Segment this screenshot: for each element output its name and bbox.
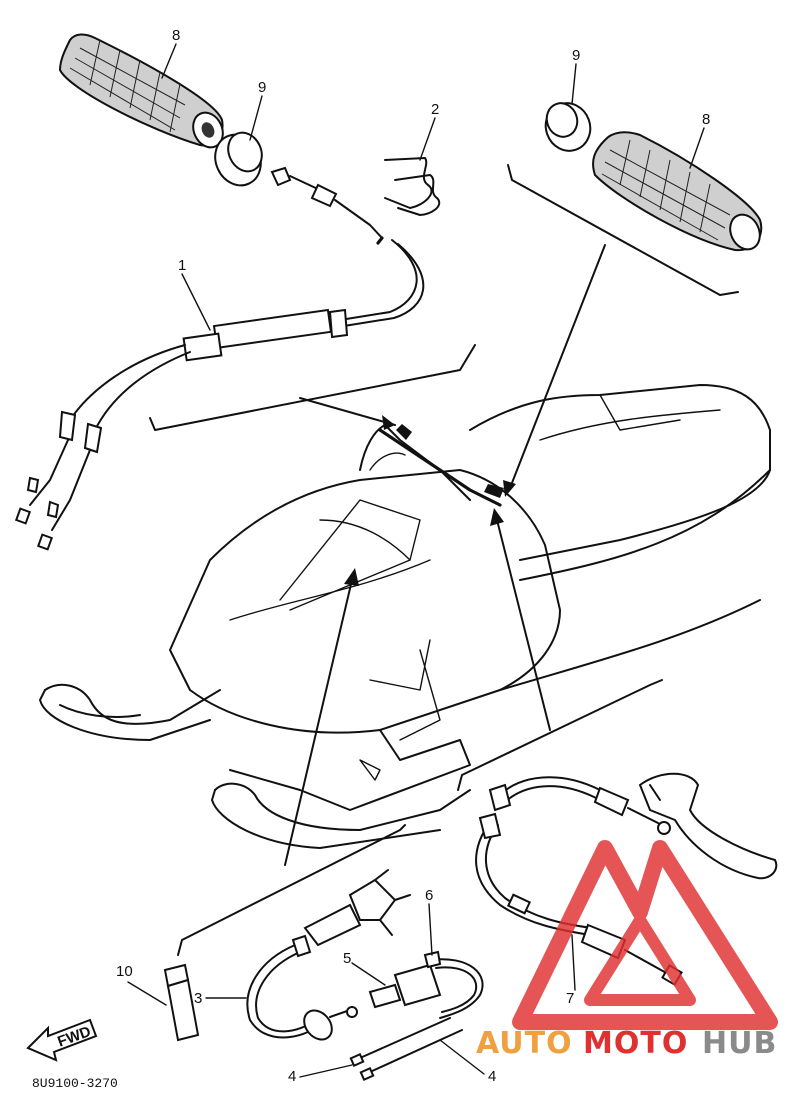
brake-lever: [638, 772, 778, 880]
leader-cable-clamp: [351, 962, 386, 986]
fwd-arrow-icon: FWD: [26, 1018, 98, 1062]
leader-collar-right: [571, 63, 577, 105]
snowmobile-illustration: [39, 384, 771, 849]
leader-grip-right: [689, 127, 705, 169]
leader-clip: [419, 117, 436, 161]
grip-collar-left: [214, 131, 263, 187]
callout-arrows: [284, 244, 606, 866]
leader-cable-lower: [428, 903, 433, 956]
label-cable-lower: 6: [425, 887, 433, 904]
watermark-text: AUTO MOTO HUB: [476, 1026, 777, 1061]
leader-grip-left: [161, 43, 177, 79]
label-cable-bottom-right: 4: [488, 1068, 496, 1085]
label-choke-cable: 3: [194, 990, 202, 1007]
label-collar-right: 9: [572, 47, 580, 64]
clip-part: [384, 157, 441, 216]
label-clip: 2: [431, 101, 439, 118]
leader-cable-bottom-right: [439, 1039, 485, 1075]
label-grip-left: 8: [172, 27, 180, 44]
label-grip-right: 8: [702, 111, 710, 128]
catalog-code: 8U9100-3270: [32, 1076, 118, 1091]
fwd-label: FWD: [55, 1023, 93, 1051]
watermark-triangle-outer: [512, 840, 778, 1030]
callout-bracket-bottom-right: [457, 679, 663, 791]
wire-pair: [349, 1017, 463, 1082]
callout-bracket-bottom-left: [177, 824, 406, 956]
choke-cable: [246, 934, 358, 1041]
watermark-text-moto: MOTO: [583, 1026, 688, 1061]
grip-left: [58, 33, 224, 149]
leader-collar-left: [249, 95, 263, 141]
part-number-labels: 8 9 2 9 8 1 6 5 10 3 4 4 7: [116, 27, 710, 1085]
brake-cable: [475, 776, 683, 991]
label-collar-left: 9: [258, 79, 266, 96]
watermark-text-auto: AUTO: [476, 1026, 573, 1061]
leader-throttle-cable: [181, 273, 211, 331]
lower-cable: [423, 950, 484, 1019]
throttle-cable: [14, 166, 425, 551]
watermark-text-hub: HUB: [702, 1026, 777, 1061]
watermark-logo: [512, 840, 778, 1030]
label-brake-cable: 7: [566, 990, 574, 1007]
leader-key: [127, 981, 167, 1006]
callout-bracket-right: [507, 164, 739, 296]
cable-clamp: [368, 963, 442, 1009]
grip-right: [592, 131, 763, 252]
leader-cable-bottom-left: [299, 1064, 353, 1078]
label-cable-clamp: 5: [343, 950, 351, 967]
label-key: 10: [116, 963, 133, 980]
label-throttle-cable: 1: [178, 257, 186, 274]
grip-collar-right: [544, 102, 592, 152]
choke-switch: [303, 869, 411, 947]
key-part: [163, 963, 200, 1042]
watermark-triangle-inner: [584, 914, 696, 1006]
label-cable-bottom-left: 4: [288, 1068, 296, 1085]
